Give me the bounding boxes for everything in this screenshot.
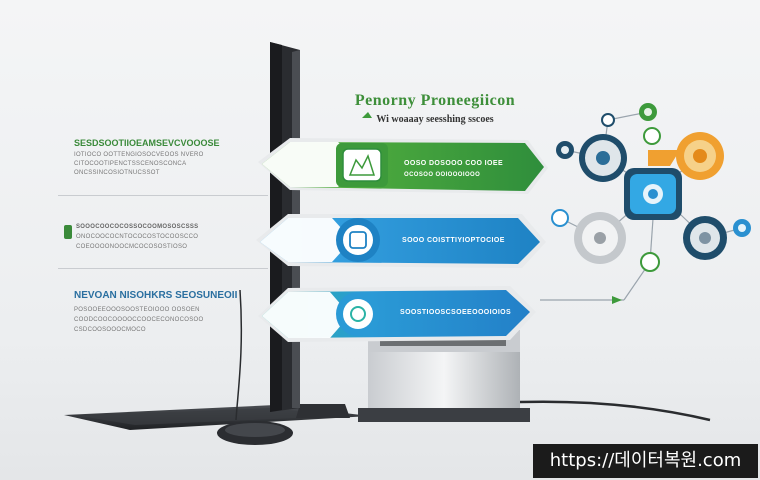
block-line: ONOCOOCOCNTOCOCOSTOCOOSCCO — [76, 234, 199, 240]
node-small-4 — [551, 209, 569, 227]
cable-icon — [519, 400, 711, 422]
leaf-icon — [350, 306, 366, 322]
node-small-6 — [640, 252, 660, 272]
node-small-7 — [601, 113, 615, 127]
left-text-block-2: SOOOCOOCOCOSSOCOOMOSOSCSSS ONOCOOCOCNTOC… — [76, 224, 198, 250]
block-line: COEOOOONOOCMCOCOSOSTIOSO — [76, 244, 188, 250]
banner-3-label: SOOSTIOOSCSOEEOOOIOIOS — [400, 309, 512, 316]
node-lock — [683, 216, 727, 260]
chart-icon — [348, 154, 376, 176]
leaf-icon — [362, 112, 372, 118]
left-text-block-3: NEVOAN NISOHKRS SEOSUNEOII POSOOEEOOOSOO… — [74, 290, 237, 333]
block-line: ONCSSINCOSIOTNUCSSOT — [74, 170, 160, 176]
node-small-3 — [643, 127, 661, 145]
node-gear — [574, 212, 626, 264]
block-line: CSDCOOSOOOCMOCO — [74, 327, 146, 333]
left-text-block-1: SESDSOOTIIOEAMSEVCVOOOSE IOTIOCO OOTTENG… — [74, 138, 220, 176]
shield-icon — [349, 231, 367, 249]
monitor-base — [296, 404, 350, 418]
block-line: COODCOOCOOOOCCOOCECONOCOSOO — [74, 317, 204, 323]
banner-2-label: SOOO COISTTIYIOPTOCIOE — [402, 237, 505, 244]
node-cloud — [676, 132, 724, 180]
orange-connector — [648, 150, 680, 166]
page-subtitle: Wi woaaay seesshing sscoes — [376, 114, 494, 125]
mouse-cable — [235, 289, 243, 421]
divider — [58, 195, 268, 196]
watermark-url: https://데이터복원.com — [533, 444, 758, 478]
block-line: SOOOCOOCOCOSSOCOOMOSOSCSSS — [76, 224, 199, 230]
block-heading: NEVOAN NISOHKRS SEOSUNEOII — [74, 290, 238, 301]
pedestal-base — [358, 408, 530, 422]
divider — [58, 268, 268, 269]
node-monitor — [579, 134, 627, 182]
block-line: POSOOEEOOOSOOSTEOIOOO OOSOEN — [74, 307, 200, 313]
block-heading: SESDSOOTIIOEAMSEVCVOOOSE — [74, 138, 220, 148]
pedestal-body — [368, 352, 520, 410]
node-tablet — [624, 168, 682, 220]
bullet-marker — [64, 225, 72, 239]
block-line: IOTIOCO OOTTENGIOSOCVEOOS NVERO — [74, 152, 204, 158]
arrow-head — [612, 296, 622, 304]
page-title: Penorny Proneegiicon — [354, 92, 516, 109]
banner-1-label-1: OOSO DOSOOO COO IOEE — [404, 160, 504, 167]
block-line: CITOCOOTIPENCTSSCENOSCONCA — [74, 161, 187, 167]
banner-1-label-2: OCOSOO OOIOOOIOOO — [404, 172, 481, 178]
